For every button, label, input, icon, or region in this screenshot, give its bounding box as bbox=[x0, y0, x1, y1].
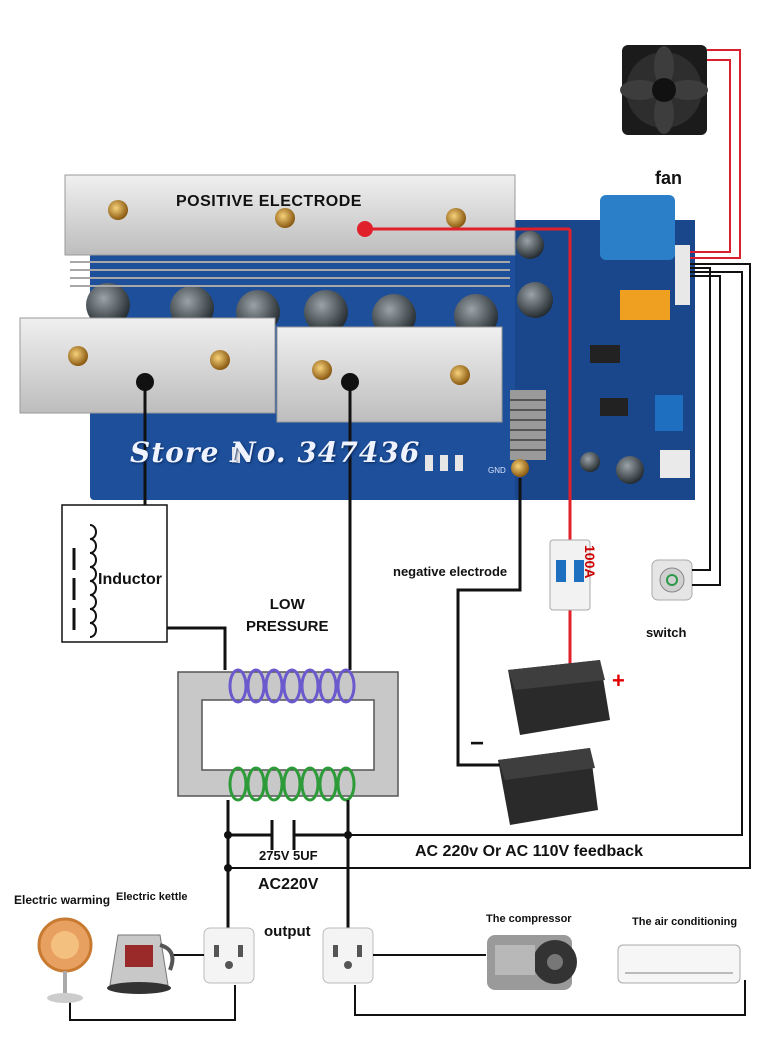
negative-electrode-label: negative electrode bbox=[393, 564, 508, 579]
positive-terminal-dot bbox=[357, 221, 373, 237]
right-output-heatsink bbox=[276, 326, 503, 423]
compressor bbox=[487, 935, 577, 990]
battery-plus-label: + bbox=[612, 668, 625, 693]
gnd-terminal bbox=[511, 459, 529, 477]
primary-coil bbox=[228, 668, 356, 704]
positive-electrode-label: POSITIVE ELECTRODE bbox=[176, 193, 362, 210]
transformer-component bbox=[600, 195, 675, 260]
control-wires bbox=[225, 263, 751, 869]
connector-component bbox=[675, 245, 690, 305]
electric-warming-label: Electric warming bbox=[14, 893, 111, 907]
gnd-label: GND bbox=[488, 466, 506, 475]
battery-top bbox=[508, 660, 610, 735]
circuit-breaker bbox=[549, 539, 591, 611]
board-coil-component bbox=[510, 390, 546, 460]
ac-output-rails bbox=[226, 800, 350, 930]
breaker-rating-label: 100A bbox=[582, 545, 598, 579]
feedback-label: AC 220v Or AC 110V feedback bbox=[415, 843, 643, 860]
low-pressure-line2: PRESSURE bbox=[246, 618, 329, 635]
electric-warmer bbox=[37, 917, 93, 1003]
left-output-terminal bbox=[136, 373, 154, 391]
low-pressure-label: LOW PRESSURE bbox=[246, 594, 329, 638]
low-pressure-line1: LOW bbox=[269, 596, 305, 613]
electric-kettle-label: Electric kettle bbox=[116, 891, 188, 903]
capacitor-label: 275V 5UF bbox=[259, 848, 318, 863]
socket-right bbox=[322, 927, 374, 984]
fan-wires bbox=[690, 49, 741, 259]
transformer bbox=[177, 668, 399, 802]
socket-left bbox=[203, 927, 255, 984]
right-output-terminal bbox=[341, 373, 359, 391]
cooling-fan bbox=[620, 45, 708, 135]
inductor-symbol bbox=[61, 504, 168, 643]
output-label: output bbox=[264, 923, 311, 940]
electric-kettle bbox=[107, 934, 175, 994]
positive-heatsink bbox=[64, 174, 516, 287]
power-switch bbox=[651, 559, 693, 601]
relay-component bbox=[620, 290, 670, 320]
battery-minus-label: − bbox=[470, 730, 485, 757]
store-watermark: Store No. 347436 bbox=[130, 436, 421, 469]
fan-label: fan bbox=[655, 168, 682, 188]
switch-label: switch bbox=[646, 625, 687, 640]
negative-wire bbox=[456, 478, 522, 767]
ac-voltage-label: AC220V bbox=[258, 876, 319, 893]
air-conditioner bbox=[617, 944, 741, 984]
compressor-label: The compressor bbox=[486, 913, 572, 925]
battery-bottom bbox=[498, 748, 598, 825]
inductor-label: Inductor bbox=[98, 571, 162, 588]
left-output-heatsink bbox=[19, 317, 276, 414]
secondary-coil bbox=[228, 766, 356, 802]
appliance-wires bbox=[69, 954, 746, 1021]
air-conditioning-label: The air conditioning bbox=[632, 916, 738, 928]
